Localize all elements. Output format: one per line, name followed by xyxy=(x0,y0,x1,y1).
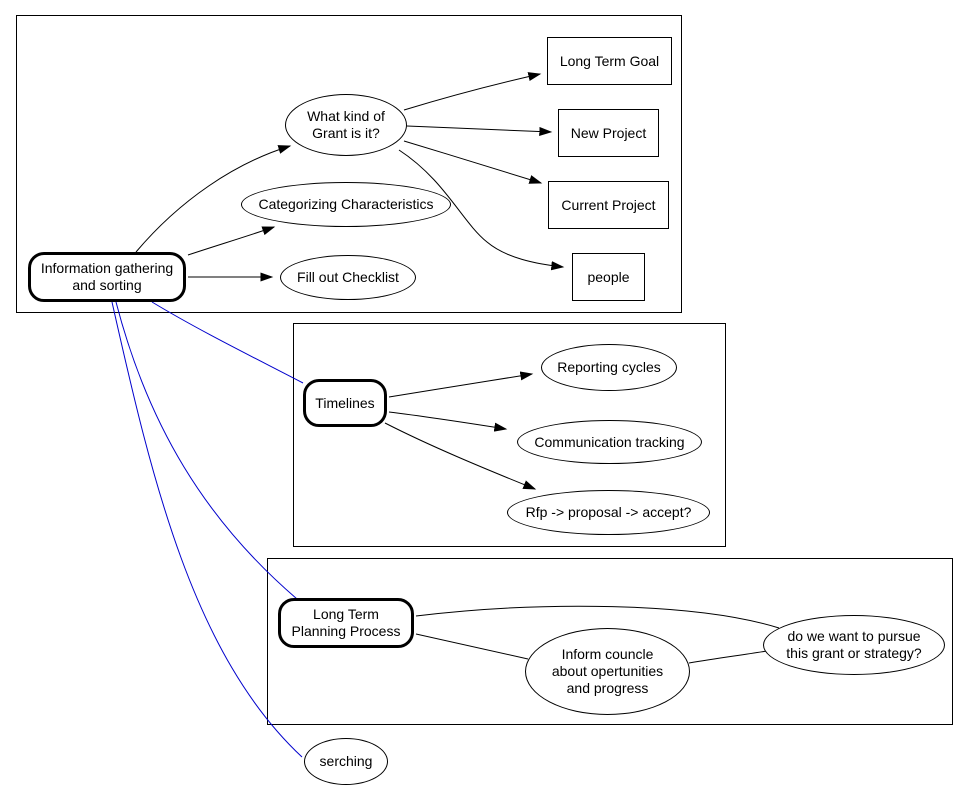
edge-info-to-timelines xyxy=(151,301,304,384)
node-inform-councle: Inform councle about opertunities and pr… xyxy=(525,628,690,715)
node-new-project: New Project xyxy=(558,109,659,157)
node-fill-out-checklist: Fill out Checklist xyxy=(280,255,416,300)
node-people: people xyxy=(572,253,645,301)
node-current-project: Current Project xyxy=(548,181,669,229)
node-reporting-cycles: Reporting cycles xyxy=(541,344,677,391)
node-categorizing-characteristics: Categorizing Characteristics xyxy=(241,182,451,227)
edge-info-to-longtermplanning xyxy=(115,301,298,600)
node-timelines: Timelines xyxy=(303,379,387,427)
node-serching: serching xyxy=(304,738,388,785)
node-communication-tracking: Communication tracking xyxy=(517,420,702,464)
node-information-gathering: Information gathering and sorting xyxy=(28,252,186,302)
cluster-information-gathering xyxy=(16,15,682,313)
node-rfp-proposal-accept: Rfp -> proposal -> accept? xyxy=(507,490,710,535)
node-long-term-goal: Long Term Goal xyxy=(547,37,672,85)
node-long-term-planning-process: Long Term Planning Process xyxy=(278,598,414,648)
node-pursue-grant-question: do we want to pursue this grant or strat… xyxy=(763,615,945,675)
node-what-kind-of-grant: What kind of Grant is it? xyxy=(285,94,407,156)
